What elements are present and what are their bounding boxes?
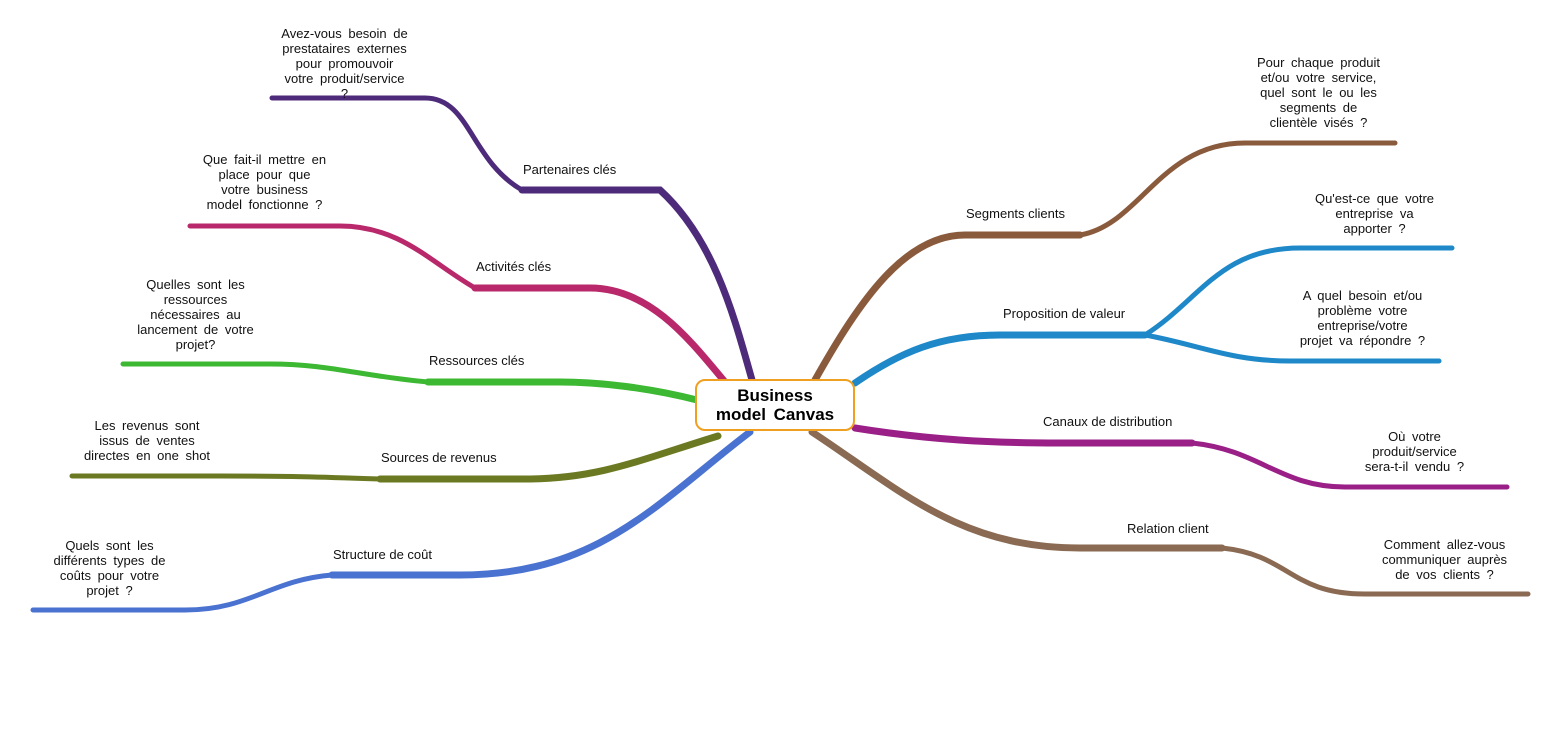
branch-segments-leaf [1077, 140, 1398, 238]
question-relation[interactable]: Comment allez-vous communiquer auprès de… [1381, 537, 1508, 582]
branch-activites-main [471, 284, 729, 386]
label-proposition-de-valeur[interactable]: Proposition de valeur [1003, 306, 1126, 321]
label-relation-client[interactable]: Relation client [1127, 521, 1209, 536]
branch-segments-main [811, 231, 1084, 384]
question-ressources[interactable]: Quelles sont les ressources nécessaires … [137, 277, 254, 352]
branch-partenaires-main [518, 186, 756, 384]
branch-valeur-main [851, 331, 1149, 387]
branch-revenus-leaf [69, 473, 383, 482]
central-node-business-model-canvas[interactable]: Business model Canvas [695, 379, 855, 431]
question-cout[interactable]: Quels sont les différents types de coûts… [53, 538, 166, 598]
branch-ressources-leaf [120, 361, 431, 385]
question-partenaires[interactable]: Avez-vous besoin de prestataires externe… [281, 26, 408, 101]
branch-partenaires-leaf [269, 95, 525, 193]
branch-relation-leaf [1219, 545, 1531, 597]
label-ressources-cles[interactable]: Ressources clés [429, 353, 525, 368]
question-canaux[interactable]: Où votre produit/service sera-t-il vendu… [1364, 429, 1465, 474]
label-activites-cles[interactable]: Activités clés [476, 259, 552, 274]
branch-valeur-leaf-1 [1142, 245, 1455, 338]
branch-revenus-main [376, 432, 722, 483]
label-sources-de-revenus[interactable]: Sources de revenus [381, 450, 497, 465]
label-segments-clients[interactable]: Segments clients [966, 206, 1065, 221]
question-valeur-2[interactable]: A quel besoin et/ou problème votre entre… [1299, 288, 1426, 348]
question-segments[interactable]: Pour chaque produit et/ou votre service,… [1256, 55, 1381, 130]
question-valeur-1[interactable]: Qu'est-ce que votre entreprise va apport… [1314, 191, 1435, 236]
label-partenaires-cles[interactable]: Partenaires clés [523, 162, 617, 177]
branch-activites-leaf [187, 223, 478, 291]
label-structure-de-cout[interactable]: Structure de coût [333, 547, 432, 562]
branch-canaux-main [851, 424, 1196, 447]
branch-canaux-leaf [1189, 440, 1510, 490]
label-canaux-de-distribution[interactable]: Canaux de distribution [1043, 414, 1173, 429]
branch-ressources-main [424, 378, 701, 404]
branch-valeur-leaf-2 [1142, 332, 1442, 364]
question-activites[interactable]: Que fait-il mettre en place pour que vot… [202, 152, 327, 212]
branch-cout-main [328, 428, 754, 579]
question-revenus[interactable]: Les revenus sont issus de ventes directe… [83, 418, 211, 463]
branch-cout-leaf [30, 572, 335, 613]
branch-relation-main [808, 428, 1226, 552]
